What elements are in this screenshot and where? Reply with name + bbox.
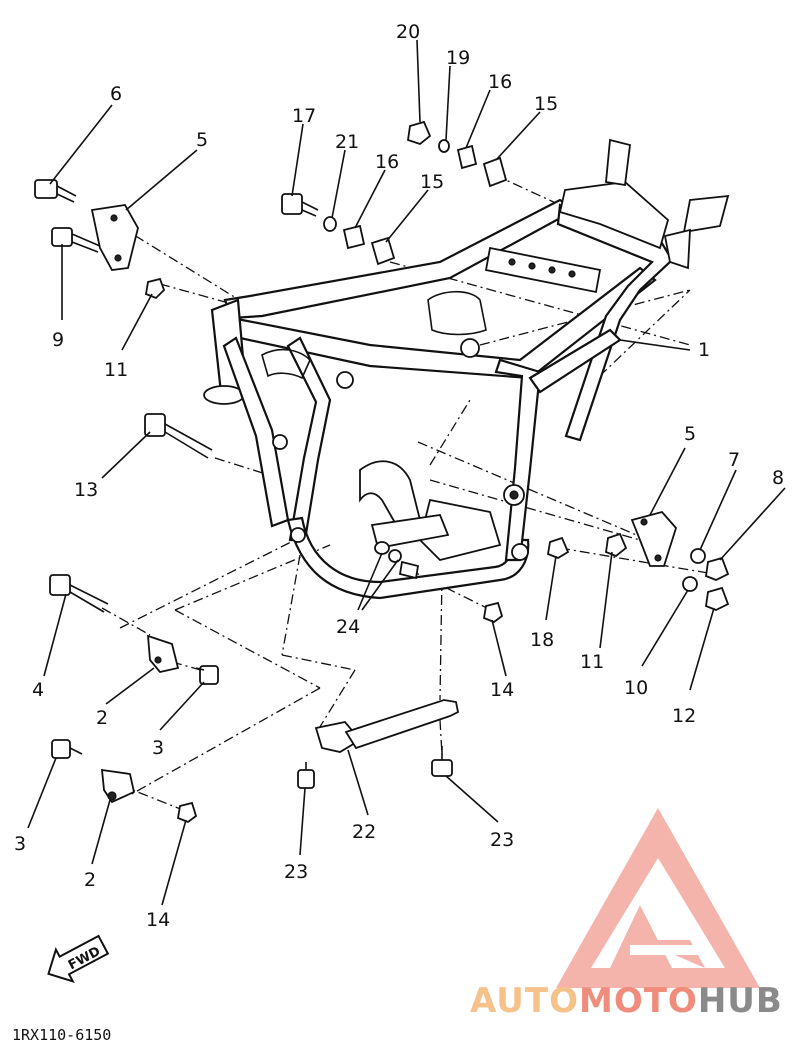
nut-14-low [176, 801, 198, 824]
brand-part-auto: AUTO [470, 981, 579, 1021]
bracket-2-mid [146, 634, 180, 673]
collar-16-upper [456, 144, 478, 170]
collar-24b [388, 549, 402, 563]
callout-20: 20 [396, 21, 420, 43]
bolt-4 [49, 574, 109, 613]
bolt-23-left [297, 762, 315, 789]
fwd-arrow-icon: FWD [47, 934, 110, 983]
callout-3: 3 [14, 833, 26, 855]
callout-2: 2 [84, 869, 96, 891]
callout-6: 6 [110, 83, 122, 105]
callout-19: 19 [446, 47, 470, 69]
callout-labels: 20 19 16 15 6 5 17 21 16 15 9 11 1 13 5 … [14, 21, 784, 931]
callout-16: 16 [375, 151, 399, 173]
callout-22: 22 [352, 821, 376, 843]
callout-23: 23 [490, 829, 514, 851]
callout-11: 11 [580, 651, 604, 673]
washer-10 [682, 576, 698, 592]
bolt-6 [34, 179, 77, 203]
bolt-17 [281, 193, 319, 217]
callout-14: 14 [146, 909, 170, 931]
nut-20 [407, 120, 432, 146]
callout-18: 18 [530, 629, 554, 651]
bracket-5-upper [90, 204, 139, 271]
washer-7 [690, 548, 706, 564]
nut-12 [705, 586, 730, 611]
bolt-23-right [431, 746, 453, 777]
bush-15-upper [482, 156, 508, 188]
callout-8: 8 [772, 467, 784, 489]
nut-8 [705, 556, 730, 581]
nut-14-mid [482, 601, 504, 624]
callout-13: 13 [74, 479, 98, 501]
callout-15: 15 [534, 93, 558, 115]
callout-1: 1 [698, 339, 710, 361]
callout-4: 4 [32, 679, 44, 701]
callout-12: 12 [672, 705, 696, 727]
callout-5: 5 [684, 423, 696, 445]
bolt-3-mid [195, 665, 219, 685]
callout-10: 10 [624, 677, 648, 699]
bolt-3-low [51, 739, 83, 759]
washer-21 [323, 216, 337, 232]
bolt-13 [144, 413, 213, 459]
stay-22 [314, 721, 362, 753]
nut-11-right [605, 532, 628, 558]
nut-11-upper [144, 277, 166, 300]
watermark-brand: AUTOMOTOHUB [470, 981, 783, 1021]
callout-16: 16 [488, 71, 512, 93]
brand-part-moto: MOTO [579, 981, 698, 1021]
nut-18 [546, 536, 570, 560]
callout-14: 14 [490, 679, 514, 701]
bracket-5-right [630, 510, 678, 567]
callout-17: 17 [292, 105, 316, 127]
bracket-2-low [100, 768, 136, 804]
callout-7: 7 [728, 449, 740, 471]
leader-lines [27, 39, 786, 906]
callout-5: 5 [196, 129, 208, 151]
callout-23: 23 [284, 861, 308, 883]
strap-holes [508, 258, 576, 278]
drawing-code: 1RX110-6150 [12, 1026, 111, 1044]
brand-part-hub: HUB [698, 981, 783, 1021]
callout-24: 24 [336, 616, 360, 638]
callout-11: 11 [104, 359, 128, 381]
collar-24a [374, 541, 390, 555]
watermark-logo [556, 808, 760, 988]
callout-3: 3 [152, 737, 164, 759]
callout-2: 2 [96, 707, 108, 729]
washer-19 [438, 139, 450, 153]
collar-16-lower [342, 224, 366, 250]
bolt-9 [51, 227, 101, 253]
bush-15-lower [370, 236, 396, 266]
callout-9: 9 [52, 329, 64, 351]
callout-21: 21 [335, 131, 359, 153]
motorcycle-frame [203, 138, 730, 600]
callout-15: 15 [420, 171, 444, 193]
collar-24c [398, 560, 420, 580]
